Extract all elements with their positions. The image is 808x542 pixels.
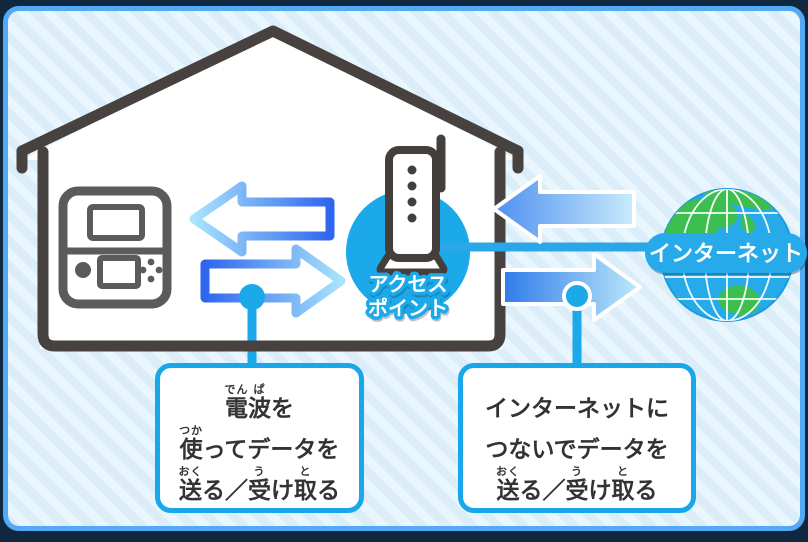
access-point-label-line1: アクセス xyxy=(369,272,448,296)
left-callout-connector xyxy=(239,284,265,367)
right-connector-dot xyxy=(562,281,592,311)
callout-text-line: 送おくる／受うけ取とる xyxy=(178,464,341,504)
internet-label: インターネット xyxy=(645,233,807,273)
right-callout-connector xyxy=(562,281,592,366)
furigana: と xyxy=(299,464,312,478)
furigana: おく xyxy=(496,464,520,478)
circle-pad xyxy=(75,262,91,278)
furigana: つか xyxy=(179,423,204,437)
callout-text-line: 送おくる／受うけ取とる xyxy=(496,464,658,504)
nintendo-3ds-icon xyxy=(58,186,172,309)
router-icon xyxy=(376,134,448,276)
button-dots xyxy=(139,258,163,283)
touch-screen xyxy=(97,255,141,289)
callout-internet-data: インターネットにつないでデータを送おくる／受うけ取とる xyxy=(458,363,696,513)
furigana: でん xyxy=(224,382,249,396)
access-point-label-line2: ポイント xyxy=(368,296,448,320)
internet-label-text: インターネット xyxy=(649,242,803,267)
callout-text-line: インターネットに xyxy=(485,395,669,422)
house-roof-fill xyxy=(22,30,518,160)
callout-text-line: 使つかってデータを xyxy=(179,423,340,463)
furigana: おく xyxy=(178,464,203,478)
access-point-label: アクセス ポイント xyxy=(365,269,452,324)
furigana: う xyxy=(253,464,266,478)
callout-text-line: つないでデータを xyxy=(485,436,669,463)
callout-wireless-data: 電でん波ぱを使つかってデータを送おくる／受うけ取とる xyxy=(155,363,364,513)
left-connector-dot xyxy=(239,284,265,310)
house-roof-outline xyxy=(16,25,524,174)
arrow-left-3ds-icon xyxy=(189,181,335,257)
furigana: う xyxy=(571,464,583,478)
arrow-left-from-internet-icon xyxy=(492,174,636,244)
furigana: ぱ xyxy=(253,382,266,396)
house-wall-outline xyxy=(37,146,506,352)
furigana: と xyxy=(617,464,629,478)
router-leds xyxy=(407,165,417,223)
callout-text-line: 電でん波ぱを xyxy=(224,382,295,422)
